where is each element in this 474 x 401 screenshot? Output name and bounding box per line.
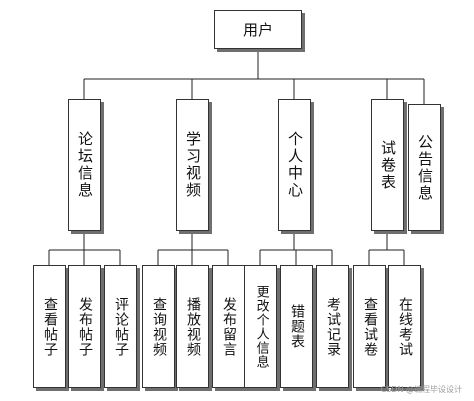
module-label: 论坛信息 <box>76 131 94 199</box>
leaf-label: 更改个人信息 <box>253 284 269 369</box>
leaf-label: 查询视频 <box>150 296 167 357</box>
module-node-study-video: 学习视频 <box>176 99 209 231</box>
leaf-label: 考试记录 <box>324 296 341 357</box>
leaf-label: 发布帖子 <box>76 296 93 357</box>
module-label: 公告信息 <box>416 133 434 202</box>
root-node-user: 用户 <box>214 10 302 49</box>
leaf-label: 发布留言 <box>220 296 237 357</box>
leaf-node-comment-posts: 评论帖子 <box>104 265 137 388</box>
leaf-node-query-video: 查询视频 <box>142 265 175 388</box>
leaf-node-post-message: 发布留言 <box>212 265 245 388</box>
leaf-node-wrong-questions: 错题表 <box>280 265 313 388</box>
module-label: 试卷表 <box>379 139 397 191</box>
leaf-label: 在线考试 <box>396 296 413 357</box>
leaf-label: 错题表 <box>288 304 305 349</box>
root-node-label: 用户 <box>242 21 273 39</box>
leaf-node-view-posts: 查看帖子 <box>33 265 66 388</box>
leaf-label: 播放视频 <box>184 296 201 357</box>
leaf-node-view-papers: 查看试卷 <box>353 265 386 388</box>
module-node-exam-paper: 试卷表 <box>371 99 404 231</box>
leaf-node-edit-profile: 更改个人信息 <box>244 265 277 388</box>
leaf-label: 查看帖子 <box>41 296 58 357</box>
module-label: 个人中心 <box>286 131 304 199</box>
module-node-announcement: 公告信息 <box>408 104 441 231</box>
leaf-node-exam-records: 考试记录 <box>316 265 349 388</box>
module-node-personal-center: 个人中心 <box>278 99 311 231</box>
leaf-node-play-video: 播放视频 <box>176 265 209 388</box>
watermark: CSDN @编程毕设设计 <box>380 385 462 394</box>
module-label: 学习视频 <box>184 131 202 199</box>
leaf-label: 评论帖子 <box>112 296 129 357</box>
leaf-node-online-exam: 在线考试 <box>388 265 421 388</box>
leaf-node-publish-posts: 发布帖子 <box>68 265 101 388</box>
module-node-forum: 论坛信息 <box>68 99 101 231</box>
leaf-label: 查看试卷 <box>361 296 378 357</box>
